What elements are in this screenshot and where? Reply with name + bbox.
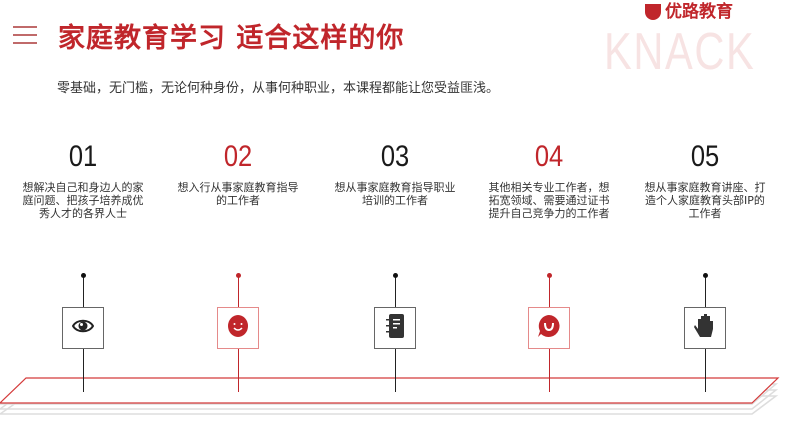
item-number: 03 xyxy=(380,140,410,173)
timeline-dot xyxy=(236,273,241,278)
audience-item: 01 想解决自己和身边人的家庭问题、把孩子培养成优秀人才的各界人士 xyxy=(18,140,148,220)
item-description: 其他相关专业工作者，想拓宽领域、需要通过证书提升自己竞争力的工作者 xyxy=(488,181,610,220)
timeline-dot xyxy=(81,273,86,278)
audience-item: 05 想从事家庭教育讲座、打造个人家庭教育头部IP的工作者 xyxy=(640,140,770,220)
page-title: 家庭教育学习 适合这样的你 xyxy=(58,23,405,54)
item-number: 04 xyxy=(534,140,564,173)
timeline-dot xyxy=(547,273,552,278)
eye-icon xyxy=(71,318,95,338)
smile-icon xyxy=(228,315,248,341)
item-description: 想从事家庭教育讲座、打造个人家庭教育头部IP的工作者 xyxy=(644,181,766,220)
audience-item: 02 想入行从事家庭教育指导的工作者 xyxy=(173,140,303,207)
hand-icon xyxy=(694,313,716,343)
icon-box xyxy=(374,307,416,349)
icon-box xyxy=(528,307,570,349)
audience-item: 03 想从事家庭教育指导职业培训的工作者 xyxy=(330,140,460,207)
item-description: 想入行从事家庭教育指导的工作者 xyxy=(177,181,299,207)
logo: 优路教育 xyxy=(645,1,733,23)
item-number: 02 xyxy=(223,140,253,173)
audience-item: 04 其他相关专业工作者，想拓宽领域、需要通过证书提升自己竞争力的工作者 xyxy=(484,140,614,220)
watermark: KNACK xyxy=(604,23,756,81)
timeline-dot xyxy=(703,273,708,278)
logo-text: 优路教育 xyxy=(665,2,733,22)
smile-badge-icon xyxy=(538,315,560,341)
item-description: 想从事家庭教育指导职业培训的工作者 xyxy=(334,181,456,207)
platform-top xyxy=(0,377,780,404)
icon-box xyxy=(684,307,726,349)
icon-box xyxy=(62,307,104,349)
timeline-dot xyxy=(393,273,398,278)
item-number: 05 xyxy=(690,140,720,173)
logo-mark-icon xyxy=(645,4,661,20)
subtitle: 零基础，无门槛，无论何种身份，从事何种职业，本课程都能让您受益匪浅。 xyxy=(57,81,500,96)
item-description: 想解决自己和身边人的家庭问题、把孩子培养成优秀人才的各界人士 xyxy=(22,181,144,220)
notebook-icon xyxy=(386,314,404,342)
icon-box xyxy=(217,307,259,349)
item-number: 01 xyxy=(68,140,98,173)
menu-icon[interactable] xyxy=(13,26,37,50)
platform-decoration xyxy=(0,377,780,415)
